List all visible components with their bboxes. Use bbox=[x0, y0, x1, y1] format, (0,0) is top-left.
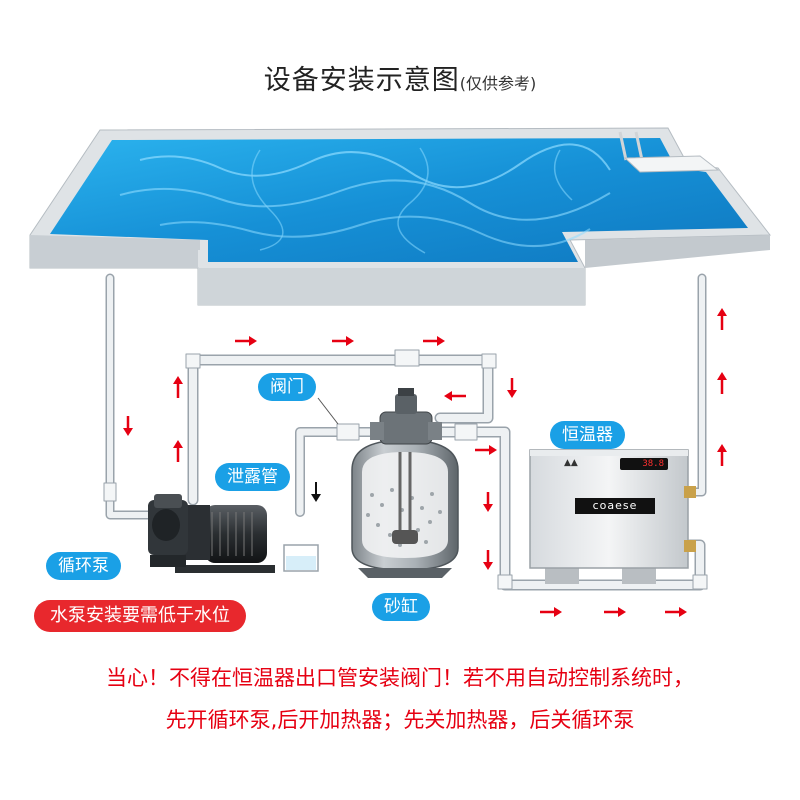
flow-arrow-down bbox=[483, 550, 493, 570]
heater-display-value: 38.8 bbox=[642, 459, 664, 469]
heater-display: 38.8 bbox=[620, 458, 668, 470]
warning-line-1: 当心！不得在恒温器出口管安装阀门！若不用自动控制系统时， bbox=[106, 666, 694, 690]
flow-arrow-right bbox=[604, 607, 626, 617]
flow-arrow-up bbox=[717, 444, 727, 466]
flow-arrow-up bbox=[717, 308, 727, 330]
flow-arrows bbox=[123, 308, 727, 617]
heater-brand: coaese bbox=[575, 498, 655, 514]
title-note: (仅供参考) bbox=[459, 74, 537, 93]
swimming-pool bbox=[29, 127, 772, 306]
flow-arrow-up bbox=[173, 440, 183, 462]
flow-arrow-right bbox=[540, 607, 562, 617]
page-title: 设备安装示意图 bbox=[263, 65, 460, 96]
flow-arrow-right bbox=[665, 607, 687, 617]
drain-arrow-down bbox=[311, 482, 321, 502]
pump-warning-badge: 水泵安装要需低于水位 bbox=[34, 600, 246, 632]
label-sand-filter: 砂缸 bbox=[372, 593, 430, 621]
drain-cup bbox=[283, 544, 319, 572]
flow-arrow-left bbox=[444, 391, 466, 401]
label-heater: 恒温器 bbox=[550, 421, 625, 449]
flow-arrow-down bbox=[507, 378, 517, 398]
valve-leader-line bbox=[317, 397, 339, 425]
heater-unit bbox=[529, 449, 696, 584]
label-valve: 阀门 bbox=[258, 373, 316, 401]
flow-arrow-right bbox=[332, 336, 354, 346]
pump-unit bbox=[148, 494, 275, 573]
flow-arrow-down bbox=[123, 416, 133, 436]
label-pump: 循环泵 bbox=[46, 552, 121, 580]
flow-arrow-right bbox=[475, 445, 497, 455]
flow-arrow-up bbox=[717, 372, 727, 394]
title-block: 设备安装示意图(仅供参考) bbox=[0, 58, 800, 97]
heater-logo: ▲▲ bbox=[564, 458, 578, 468]
flow-arrow-right bbox=[235, 336, 257, 346]
flow-arrow-down bbox=[483, 492, 493, 512]
sand-filter-unit bbox=[351, 388, 459, 578]
label-drain-pipe: 泄露管 bbox=[215, 463, 290, 491]
flow-arrow-right bbox=[423, 336, 445, 346]
flow-arrow-up bbox=[173, 376, 183, 398]
warning-line-2: 先开循环泵,后开加热器；先关加热器，后关循环泵 bbox=[165, 708, 635, 732]
pipe-network bbox=[103, 273, 708, 591]
